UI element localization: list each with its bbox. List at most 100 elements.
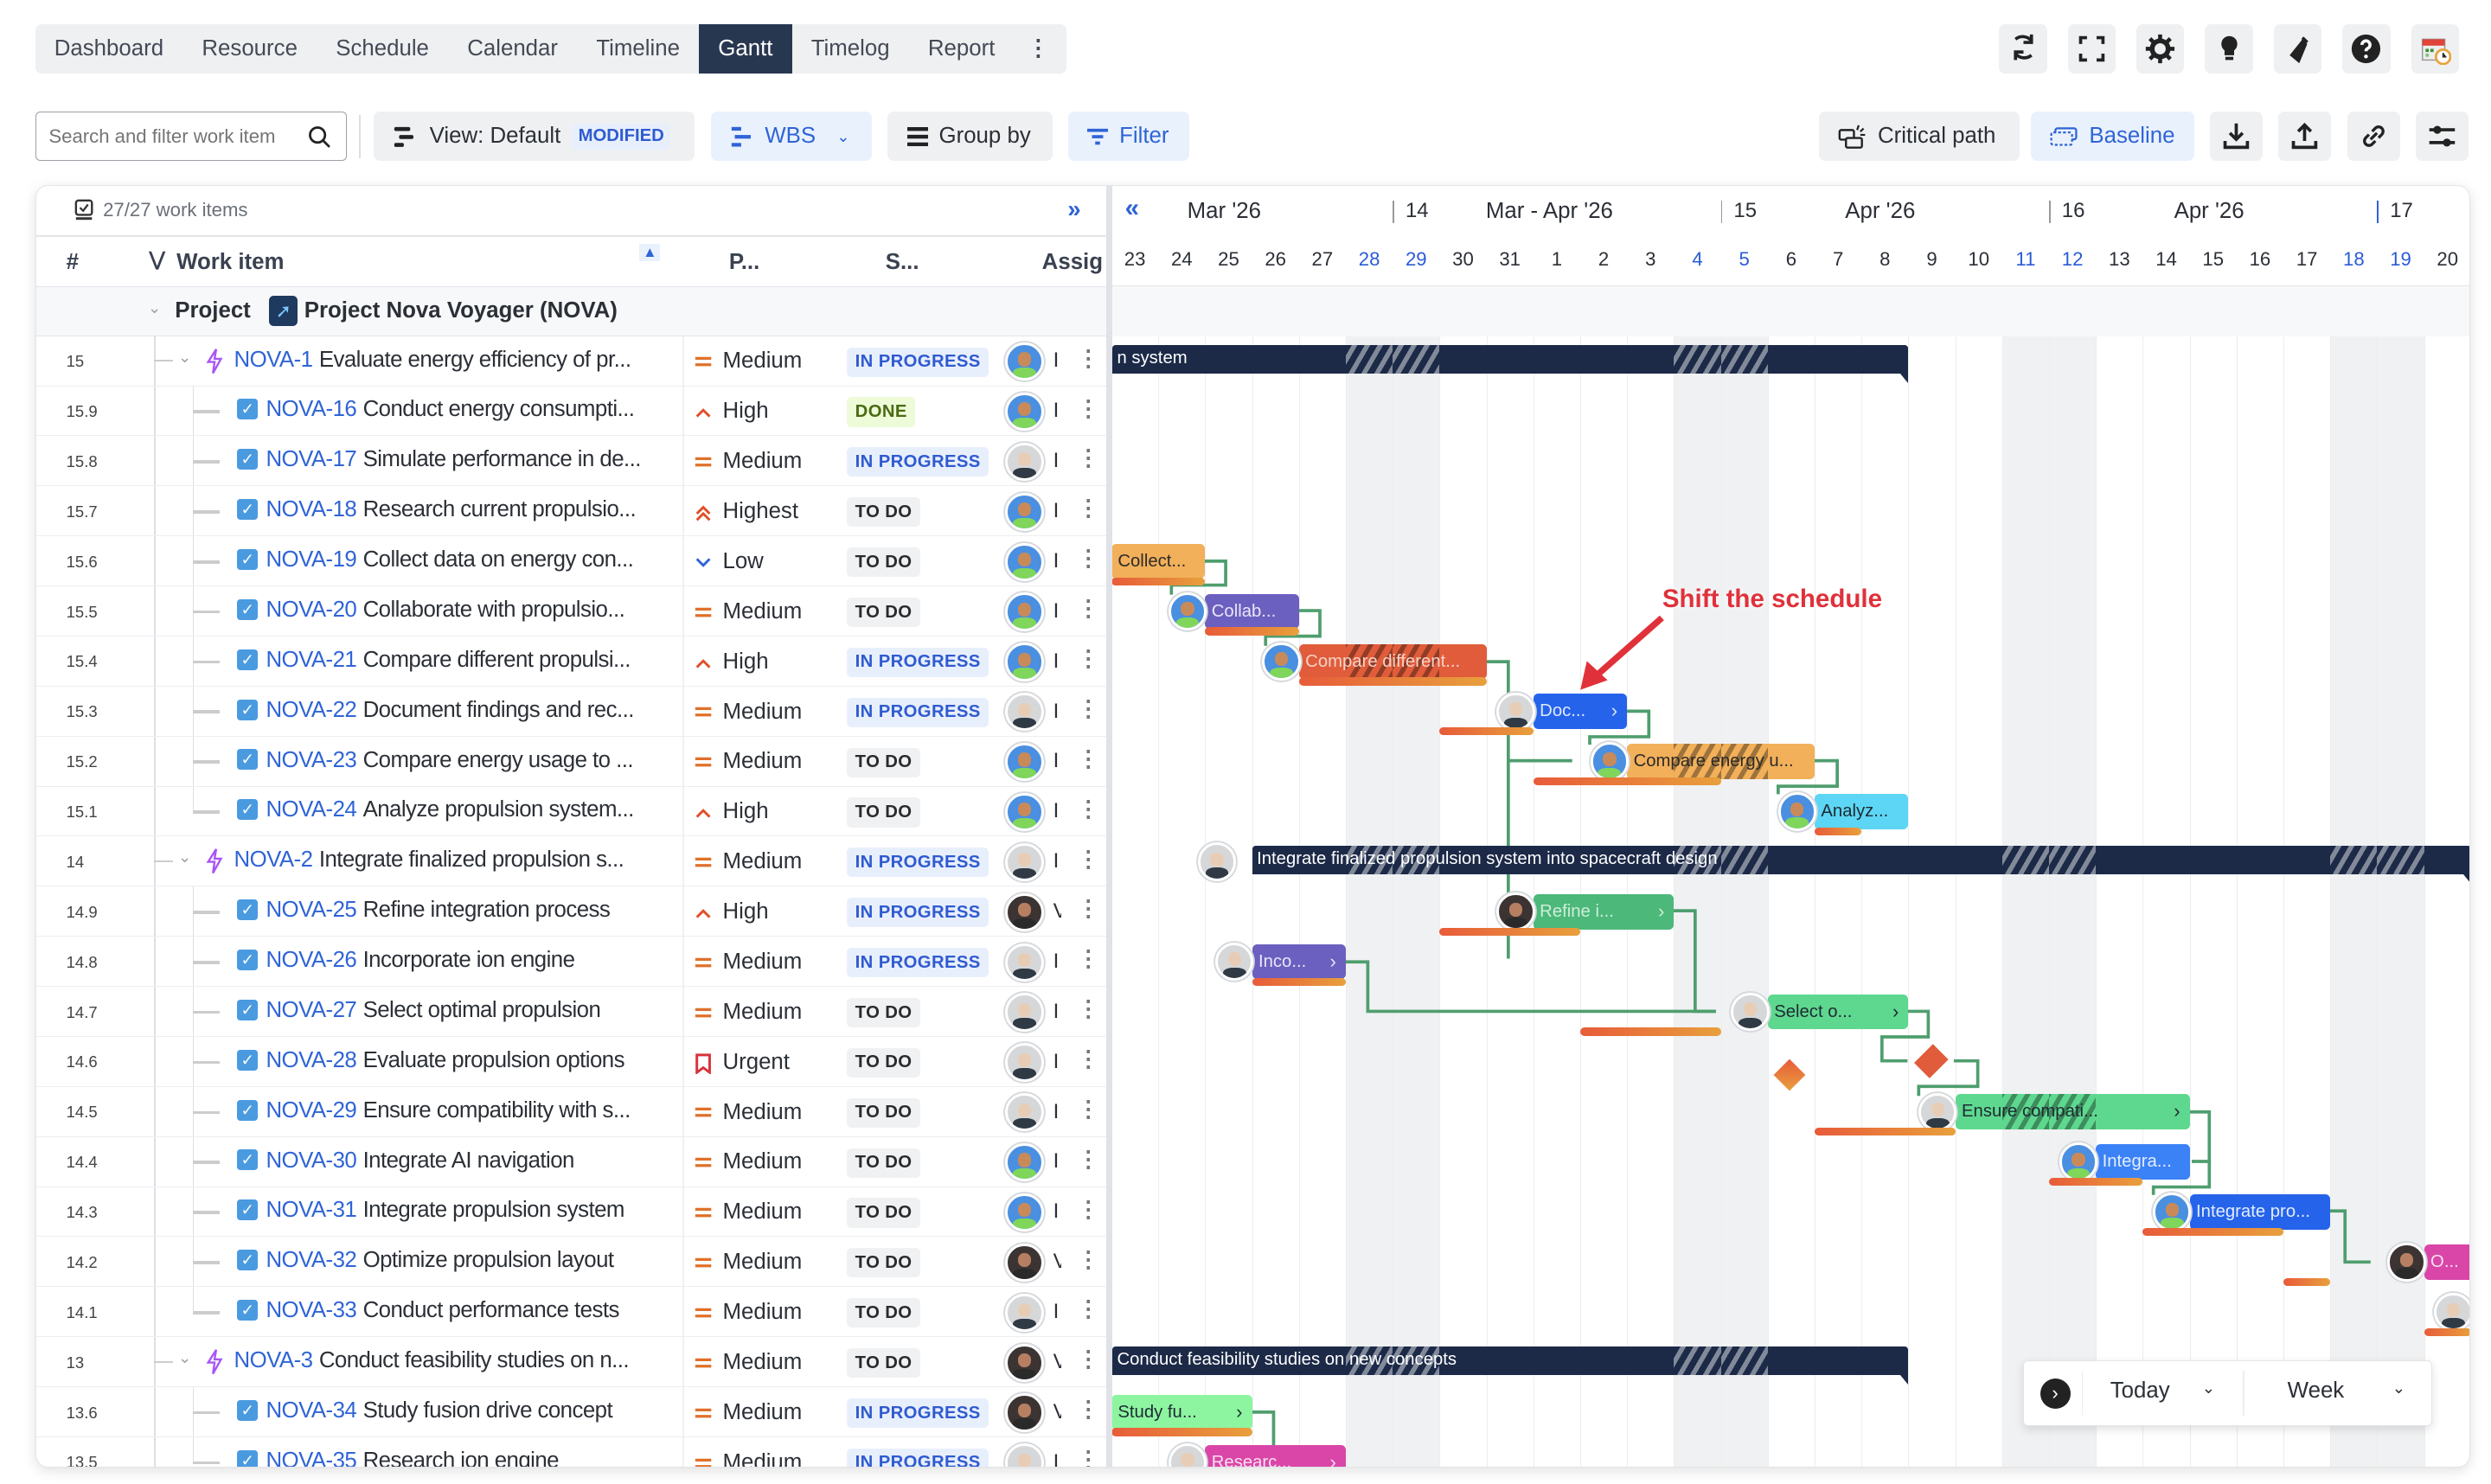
work-item-key[interactable]: NOVA-33 bbox=[266, 1298, 357, 1323]
row-actions-icon[interactable]: ⋮ bbox=[1077, 1247, 1100, 1272]
row-actions-icon[interactable]: ⋮ bbox=[1077, 696, 1100, 721]
work-item-key[interactable]: NOVA-19 bbox=[266, 547, 357, 572]
critical-path-button[interactable]: Critical path bbox=[1818, 112, 2020, 162]
chevron-down-icon[interactable]: ⌄ bbox=[177, 1348, 192, 1367]
work-item-key[interactable]: NOVA-3 bbox=[234, 1348, 313, 1373]
work-item-key[interactable]: NOVA-18 bbox=[266, 497, 357, 522]
chevron-right-icon[interactable]: › bbox=[1892, 1000, 1899, 1022]
priority-label[interactable]: Highest bbox=[722, 499, 799, 524]
dependency-line[interactable] bbox=[1776, 758, 1839, 795]
search-input[interactable] bbox=[45, 123, 308, 150]
work-item-key[interactable]: NOVA-29 bbox=[266, 1097, 357, 1123]
priority-label[interactable]: Medium bbox=[722, 1300, 803, 1325]
work-item-key[interactable]: NOVA-30 bbox=[266, 1148, 357, 1173]
work-item-key[interactable]: NOVA-27 bbox=[266, 997, 357, 1022]
group-by-button[interactable]: Group by bbox=[887, 112, 1053, 162]
status-badge[interactable]: TO DO bbox=[847, 1248, 920, 1278]
status-badge[interactable]: TO DO bbox=[847, 1298, 920, 1328]
dependency-line[interactable] bbox=[1264, 609, 1322, 646]
task-bar[interactable]: Study fu...› bbox=[1111, 1394, 1252, 1430]
row-actions-icon[interactable]: ⋮ bbox=[1077, 1097, 1100, 1122]
row-actions-icon[interactable]: ⋮ bbox=[1077, 1297, 1100, 1322]
summary-bar[interactable]: n system bbox=[1111, 345, 1909, 374]
tab-timelog[interactable]: Timelog bbox=[810, 35, 890, 61]
assignee-avatar[interactable] bbox=[1005, 1393, 1044, 1432]
lightbulb-button[interactable] bbox=[2205, 23, 2253, 74]
status-badge[interactable]: TO DO bbox=[847, 997, 920, 1028]
row-actions-icon[interactable]: ⋮ bbox=[1077, 847, 1100, 872]
assignee-avatar[interactable] bbox=[1005, 792, 1044, 832]
filter-button[interactable]: Filter bbox=[1068, 112, 1190, 162]
fullscreen-button[interactable] bbox=[2067, 23, 2116, 74]
gantt-assignee-avatar[interactable] bbox=[1168, 1442, 1207, 1467]
upload-button[interactable] bbox=[2278, 112, 2332, 162]
assignee-avatar[interactable] bbox=[1005, 592, 1044, 631]
gear-button[interactable] bbox=[2136, 23, 2185, 74]
priority-label[interactable]: Medium bbox=[722, 598, 803, 624]
project-row[interactable]: ⌄ Project ➚ Project Nova Voyager (NOVA) bbox=[35, 286, 1106, 336]
chevron-right-icon[interactable]: › bbox=[1329, 950, 1336, 972]
assignee-avatar[interactable] bbox=[1005, 842, 1044, 882]
tab-resource[interactable]: Resource bbox=[202, 35, 298, 61]
row-actions-icon[interactable]: ⋮ bbox=[1077, 496, 1100, 521]
row-actions-icon[interactable]: ⋮ bbox=[1077, 396, 1100, 421]
row-actions-icon[interactable]: ⋮ bbox=[1077, 997, 1100, 1022]
bell-button[interactable] bbox=[2273, 23, 2322, 74]
collapse-all-icon[interactable]: ⋁ bbox=[149, 248, 165, 271]
search-box[interactable] bbox=[35, 112, 347, 162]
row-actions-icon[interactable]: ⋮ bbox=[1077, 1147, 1100, 1172]
gantt-assignee-avatar[interactable] bbox=[1496, 692, 1535, 731]
gantt-assignee-avatar[interactable] bbox=[1590, 742, 1630, 781]
status-badge[interactable]: IN PROGRESS bbox=[847, 898, 989, 928]
column-assignee[interactable]: Assig bbox=[1041, 249, 1104, 274]
status-badge[interactable]: TO DO bbox=[847, 1047, 920, 1078]
dependency-line[interactable] bbox=[2187, 1110, 2212, 1163]
work-item-key[interactable]: NOVA-21 bbox=[266, 647, 357, 672]
priority-label[interactable]: Medium bbox=[722, 949, 803, 974]
work-item-key[interactable]: NOVA-1 bbox=[234, 347, 313, 372]
status-badge[interactable]: IN PROGRESS bbox=[847, 1398, 989, 1429]
summary-bar[interactable]: Conduct feasibility studies on new conce… bbox=[1111, 1346, 1909, 1375]
status-badge[interactable]: TO DO bbox=[847, 597, 920, 628]
row-actions-icon[interactable]: ⋮ bbox=[1077, 1448, 1100, 1467]
sort-asc-icon[interactable]: ▲ bbox=[639, 243, 661, 261]
row-actions-icon[interactable]: ⋮ bbox=[1077, 346, 1100, 371]
dependency-line[interactable] bbox=[2328, 1209, 2371, 1264]
chevron-right-icon[interactable]: › bbox=[2174, 1100, 2180, 1123]
work-item-key[interactable]: NOVA-25 bbox=[266, 898, 357, 923]
scale-dropdown[interactable]: Week⌄ bbox=[2288, 1378, 2405, 1404]
task-bar[interactable]: Compare energy u... bbox=[1627, 744, 1815, 779]
assignee-avatar[interactable] bbox=[1005, 1293, 1044, 1332]
row-actions-icon[interactable]: ⋮ bbox=[1077, 796, 1100, 822]
task-bar[interactable]: Select o...› bbox=[1767, 994, 1909, 1030]
row-actions-icon[interactable]: ⋮ bbox=[1077, 646, 1100, 671]
priority-label[interactable]: High bbox=[722, 799, 769, 824]
work-item-key[interactable]: NOVA-35 bbox=[266, 1448, 357, 1467]
row-actions-icon[interactable]: ⋮ bbox=[1077, 947, 1100, 972]
assignee-avatar[interactable] bbox=[1005, 492, 1044, 531]
